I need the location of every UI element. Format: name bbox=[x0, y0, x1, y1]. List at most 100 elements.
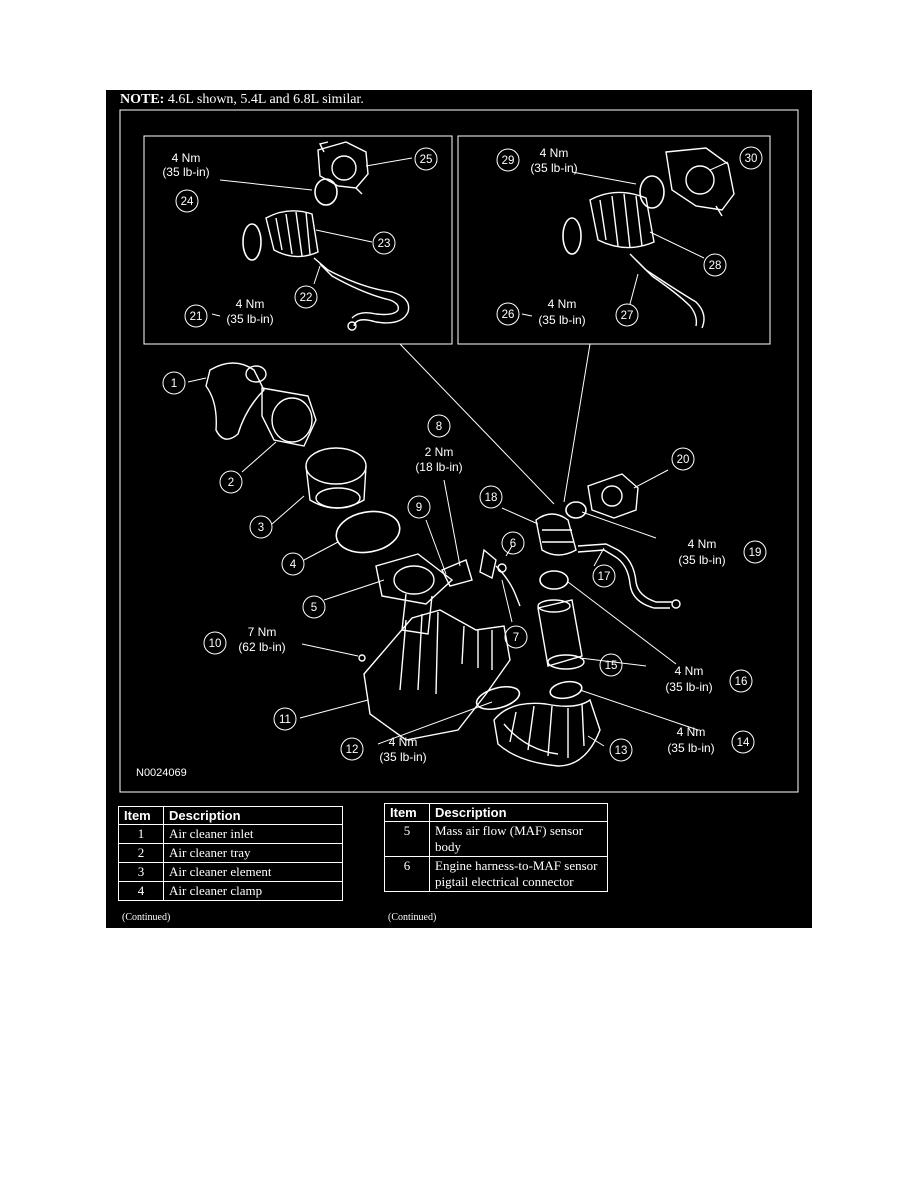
callout-6: 6 bbox=[501, 531, 525, 555]
svg-text:22: 22 bbox=[300, 292, 313, 304]
table-cell-description: Air cleaner clamp bbox=[163, 881, 343, 901]
clamp-16 bbox=[539, 570, 569, 590]
svg-text:(35 lb-in): (35 lb-in) bbox=[538, 313, 585, 327]
table-cell-item: 3 bbox=[118, 862, 164, 882]
svg-text:30: 30 bbox=[745, 153, 758, 165]
table-cell-description: Air cleaner tray bbox=[163, 843, 343, 863]
table-row: 6 Engine harness-to-MAF sensor pigtail e… bbox=[384, 856, 608, 892]
hose-17 bbox=[577, 543, 681, 609]
svg-text:4 Nm: 4 Nm bbox=[688, 537, 717, 551]
air-duct-13 bbox=[493, 698, 601, 767]
torque-spec-21: 4 Nm (35 lb-in) bbox=[226, 297, 273, 326]
callout-26: 26 bbox=[496, 302, 520, 326]
table-cell-item: 1 bbox=[118, 824, 164, 844]
table-row: 3 Air cleaner element bbox=[118, 862, 343, 882]
note-label: NOTE: bbox=[120, 92, 165, 107]
continued-note-right: (Continued) bbox=[388, 912, 437, 923]
leader-lines bbox=[187, 157, 729, 747]
figure-code: N0024069 bbox=[136, 767, 187, 779]
svg-text:27: 27 bbox=[621, 310, 634, 322]
torque-spec-26: 4 Nm (35 lb-in) bbox=[538, 297, 585, 327]
svg-text:14: 14 bbox=[737, 737, 750, 749]
svg-text:4 Nm: 4 Nm bbox=[677, 725, 706, 739]
clamp-14 bbox=[549, 680, 583, 700]
air-duct-18 bbox=[535, 513, 577, 556]
callout-4: 4 bbox=[281, 552, 305, 576]
table-cell-description: Engine harness-to-MAF sensor pigtail ele… bbox=[429, 856, 608, 892]
clamp-21 bbox=[242, 223, 262, 261]
svg-text:8: 8 bbox=[436, 421, 442, 433]
resonator-11 bbox=[363, 609, 511, 741]
callout-18: 18 bbox=[479, 485, 503, 509]
note-text: 4.6L shown, 5.4L and 6.8L similar. bbox=[164, 92, 364, 107]
svg-text:16: 16 bbox=[735, 676, 748, 688]
svg-text:10: 10 bbox=[209, 638, 222, 650]
callout-28: 28 bbox=[703, 253, 727, 277]
callout-23: 23 bbox=[372, 231, 396, 255]
air-duct-23 bbox=[265, 210, 319, 258]
callout-20: 20 bbox=[671, 447, 695, 471]
air-cleaner-tray-2 bbox=[261, 387, 317, 447]
parts-table-left: Item Description 1 Air cleaner inlet 2 A… bbox=[118, 806, 343, 901]
callout-14: 14 bbox=[731, 730, 755, 754]
exploded-view-diagram: 1 2 3 4 5 6 7 8 9 10 11 12 13 14 15 16 1… bbox=[119, 109, 799, 793]
torque-spec-29: 4 Nm (35 lb-in) bbox=[530, 146, 577, 175]
svg-text:(35 lb-in): (35 lb-in) bbox=[665, 680, 712, 694]
svg-text:(35 lb-in): (35 lb-in) bbox=[162, 165, 209, 179]
callout-8: 8 bbox=[427, 414, 451, 438]
torque-spec-10: 7 Nm (62 lb-in) bbox=[238, 625, 285, 654]
callout-27: 27 bbox=[615, 303, 639, 327]
torque-spec-16: 4 Nm (35 lb-in) bbox=[665, 664, 712, 694]
torque-spec-14: 4 Nm (35 lb-in) bbox=[667, 725, 714, 755]
callout-15: 15 bbox=[599, 653, 623, 677]
svg-text:(35 lb-in): (35 lb-in) bbox=[379, 750, 426, 764]
clamp-26 bbox=[562, 217, 582, 255]
diagram-panel: 1 2 3 4 5 6 7 8 9 10 11 12 13 14 15 16 1… bbox=[106, 90, 812, 928]
clamp-29 bbox=[639, 175, 665, 209]
torque-spec-8: 2 Nm (18 lb-in) bbox=[415, 445, 462, 474]
svg-text:2: 2 bbox=[228, 477, 234, 489]
svg-text:6: 6 bbox=[510, 538, 516, 550]
svg-text:(35 lb-in): (35 lb-in) bbox=[530, 161, 577, 175]
svg-text:12: 12 bbox=[346, 744, 359, 756]
svg-text:(62 lb-in): (62 lb-in) bbox=[238, 640, 285, 654]
table-row: 4 Air cleaner clamp bbox=[118, 881, 343, 901]
svg-text:17: 17 bbox=[598, 571, 611, 583]
table-cell-item: 6 bbox=[384, 856, 430, 892]
hose-22 bbox=[313, 257, 410, 331]
table-row: 1 Air cleaner inlet bbox=[118, 824, 343, 844]
air-cleaner-inlet-1 bbox=[205, 362, 267, 440]
torque-spec-24: 4 Nm (35 lb-in) bbox=[162, 151, 209, 179]
svg-text:4 Nm: 4 Nm bbox=[675, 664, 704, 678]
svg-text:7: 7 bbox=[513, 632, 519, 644]
svg-text:20: 20 bbox=[677, 454, 690, 466]
table-header-description: Description bbox=[429, 803, 608, 822]
table-cell-item: 4 bbox=[118, 881, 164, 901]
callout-17: 17 bbox=[592, 564, 616, 588]
callout-12: 12 bbox=[340, 737, 364, 761]
svg-text:25: 25 bbox=[420, 154, 433, 166]
table-row: 5 Mass air flow (MAF) sensor body bbox=[384, 821, 608, 857]
clamp-12 bbox=[475, 685, 521, 711]
table-cell-description: Air cleaner inlet bbox=[163, 824, 343, 844]
svg-text:7 Nm: 7 Nm bbox=[248, 625, 277, 639]
table-header-item: Item bbox=[384, 803, 430, 822]
callout-16: 16 bbox=[729, 669, 753, 693]
throttle-body-20 bbox=[587, 473, 639, 519]
throttle-body-30 bbox=[665, 147, 735, 217]
connector-6-7 bbox=[479, 548, 521, 607]
torque-spec-12: 4 Nm (35 lb-in) bbox=[379, 735, 426, 764]
svg-text:4 Nm: 4 Nm bbox=[172, 151, 201, 165]
resonator-15 bbox=[537, 599, 585, 670]
svg-text:13: 13 bbox=[615, 745, 628, 757]
svg-text:5: 5 bbox=[311, 602, 317, 614]
table-row: 2 Air cleaner tray bbox=[118, 843, 343, 863]
svg-text:9: 9 bbox=[416, 502, 422, 514]
svg-text:4 Nm: 4 Nm bbox=[389, 735, 418, 749]
callout-22: 22 bbox=[294, 285, 318, 309]
svg-text:(35 lb-in): (35 lb-in) bbox=[678, 553, 725, 567]
table-header-description: Description bbox=[163, 806, 343, 825]
clamp-24 bbox=[314, 178, 338, 206]
maf-sensor-body-5 bbox=[375, 553, 454, 635]
callout-9: 9 bbox=[407, 495, 431, 519]
